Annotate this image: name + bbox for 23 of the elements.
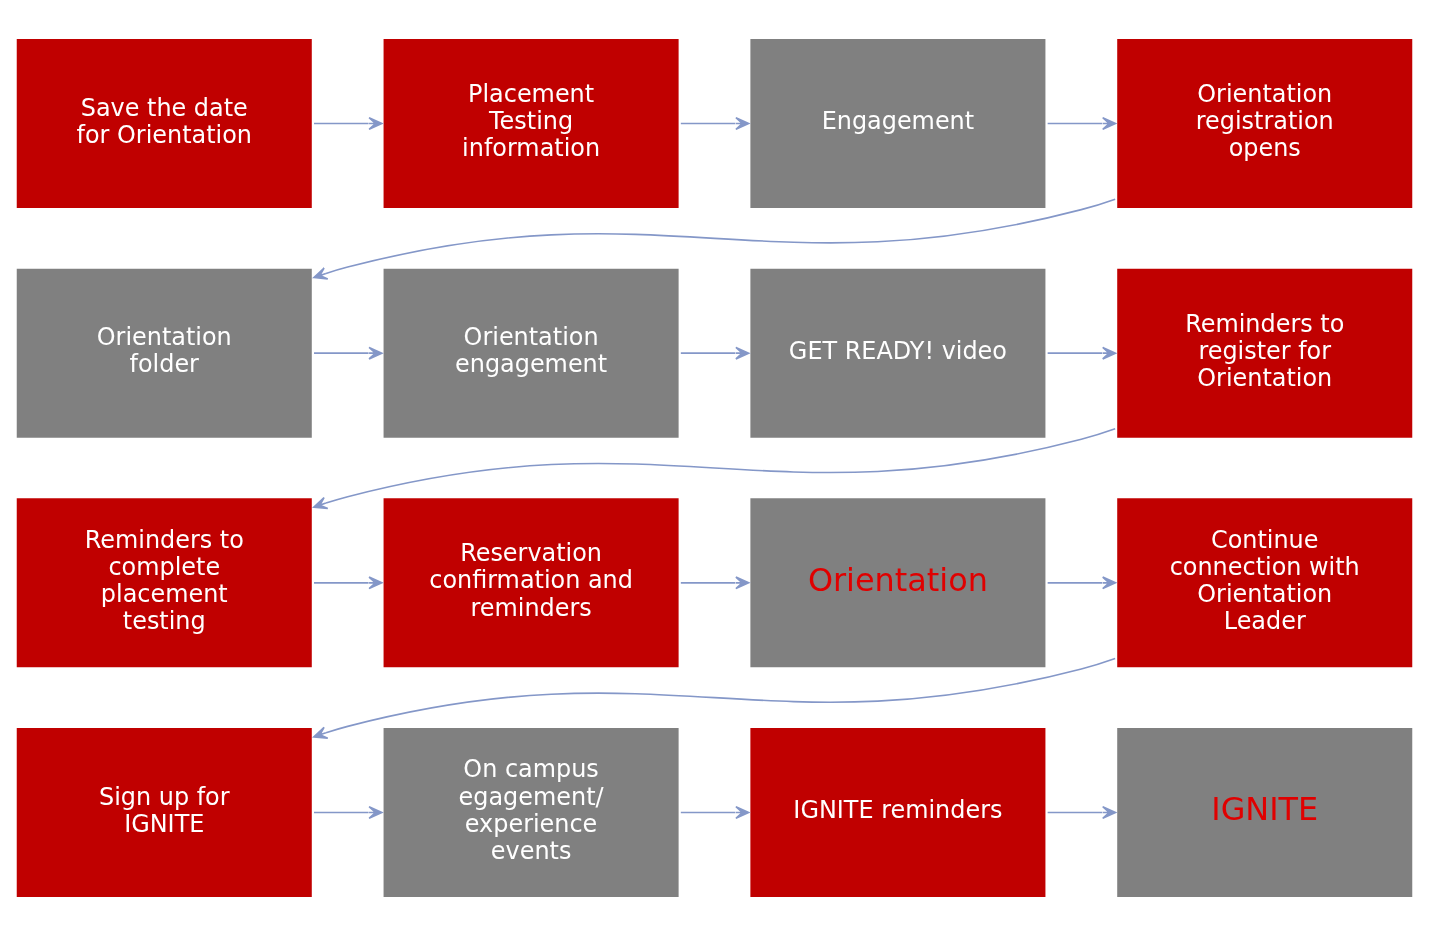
node-box: Orientation folder: [13, 265, 315, 441]
node-box: Orientation: [747, 495, 1049, 671]
arrow: [680, 805, 750, 820]
arrow: [680, 116, 750, 131]
arrow: [680, 576, 750, 590]
node-box: Orientation engagement: [380, 265, 682, 441]
arrow: [1046, 346, 1117, 360]
node-box: Reservation confirmation and reminders: [380, 495, 682, 671]
node-box: Reminders to complete placement testing: [13, 495, 315, 671]
arrow: [313, 657, 1116, 739]
node-box: Reminders to register for Orientation: [1114, 265, 1416, 441]
arrow: [313, 116, 383, 131]
arrow: [1046, 576, 1117, 590]
arrow: [313, 428, 1116, 510]
arrow: [1046, 805, 1117, 820]
arrow: [313, 576, 383, 590]
arrow: [313, 805, 383, 820]
node-box: GET READY! video: [747, 265, 1049, 441]
arrow: [313, 346, 383, 360]
arrow: [313, 198, 1116, 280]
node-box: Continue connection with Orientation Leader: [1114, 495, 1416, 671]
arrow: [1046, 116, 1117, 131]
arrow: [680, 346, 750, 360]
